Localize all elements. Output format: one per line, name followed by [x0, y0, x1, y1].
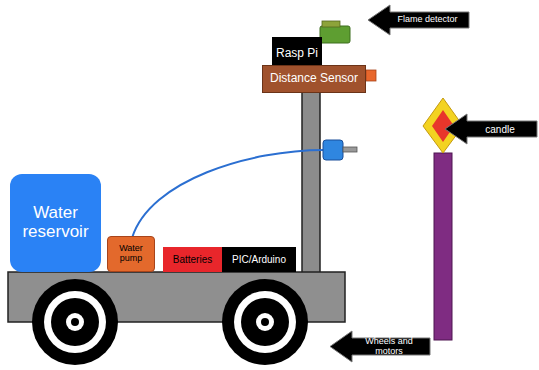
callout-arrow-shape [368, 5, 469, 35]
right-wheel [222, 279, 308, 365]
flame-detector [320, 26, 350, 43]
batteries-box: Batteries [163, 247, 222, 272]
left-wheel [32, 279, 118, 365]
flame-detector-callout: Flame detector [368, 5, 469, 35]
nozzle [323, 140, 343, 160]
controller-box: PIC/Arduino [222, 247, 296, 272]
callout-arrow-shape [445, 114, 537, 144]
water-reservoir-box: Water reservoir [10, 174, 101, 272]
flame-detector-top [322, 21, 340, 27]
mast [302, 92, 320, 276]
candle-body [434, 153, 452, 340]
node-label: Flame detector [397, 15, 457, 25]
distance-sensor-box: Distance Sensor [262, 65, 366, 93]
node-label: Water reservoir [12, 204, 99, 241]
candle-callout: candle [445, 114, 537, 144]
callout-arrow-shape [330, 331, 430, 362]
node-label: candle [485, 124, 514, 135]
sensor-eye [366, 70, 376, 81]
node-label: Batteries [173, 254, 212, 265]
node-label: PIC/Arduino [232, 254, 286, 265]
node-label: Wheels and motors [352, 337, 426, 357]
wheels-callout: Wheels and motors [330, 331, 430, 362]
water-pump-box: Water pump [107, 236, 155, 272]
water-hose [132, 150, 324, 238]
node-label: Rasp Pi [276, 47, 318, 60]
node-label: Water pump [110, 244, 152, 264]
node-label: Distance Sensor [270, 72, 358, 85]
nozzle-tip [343, 147, 357, 152]
